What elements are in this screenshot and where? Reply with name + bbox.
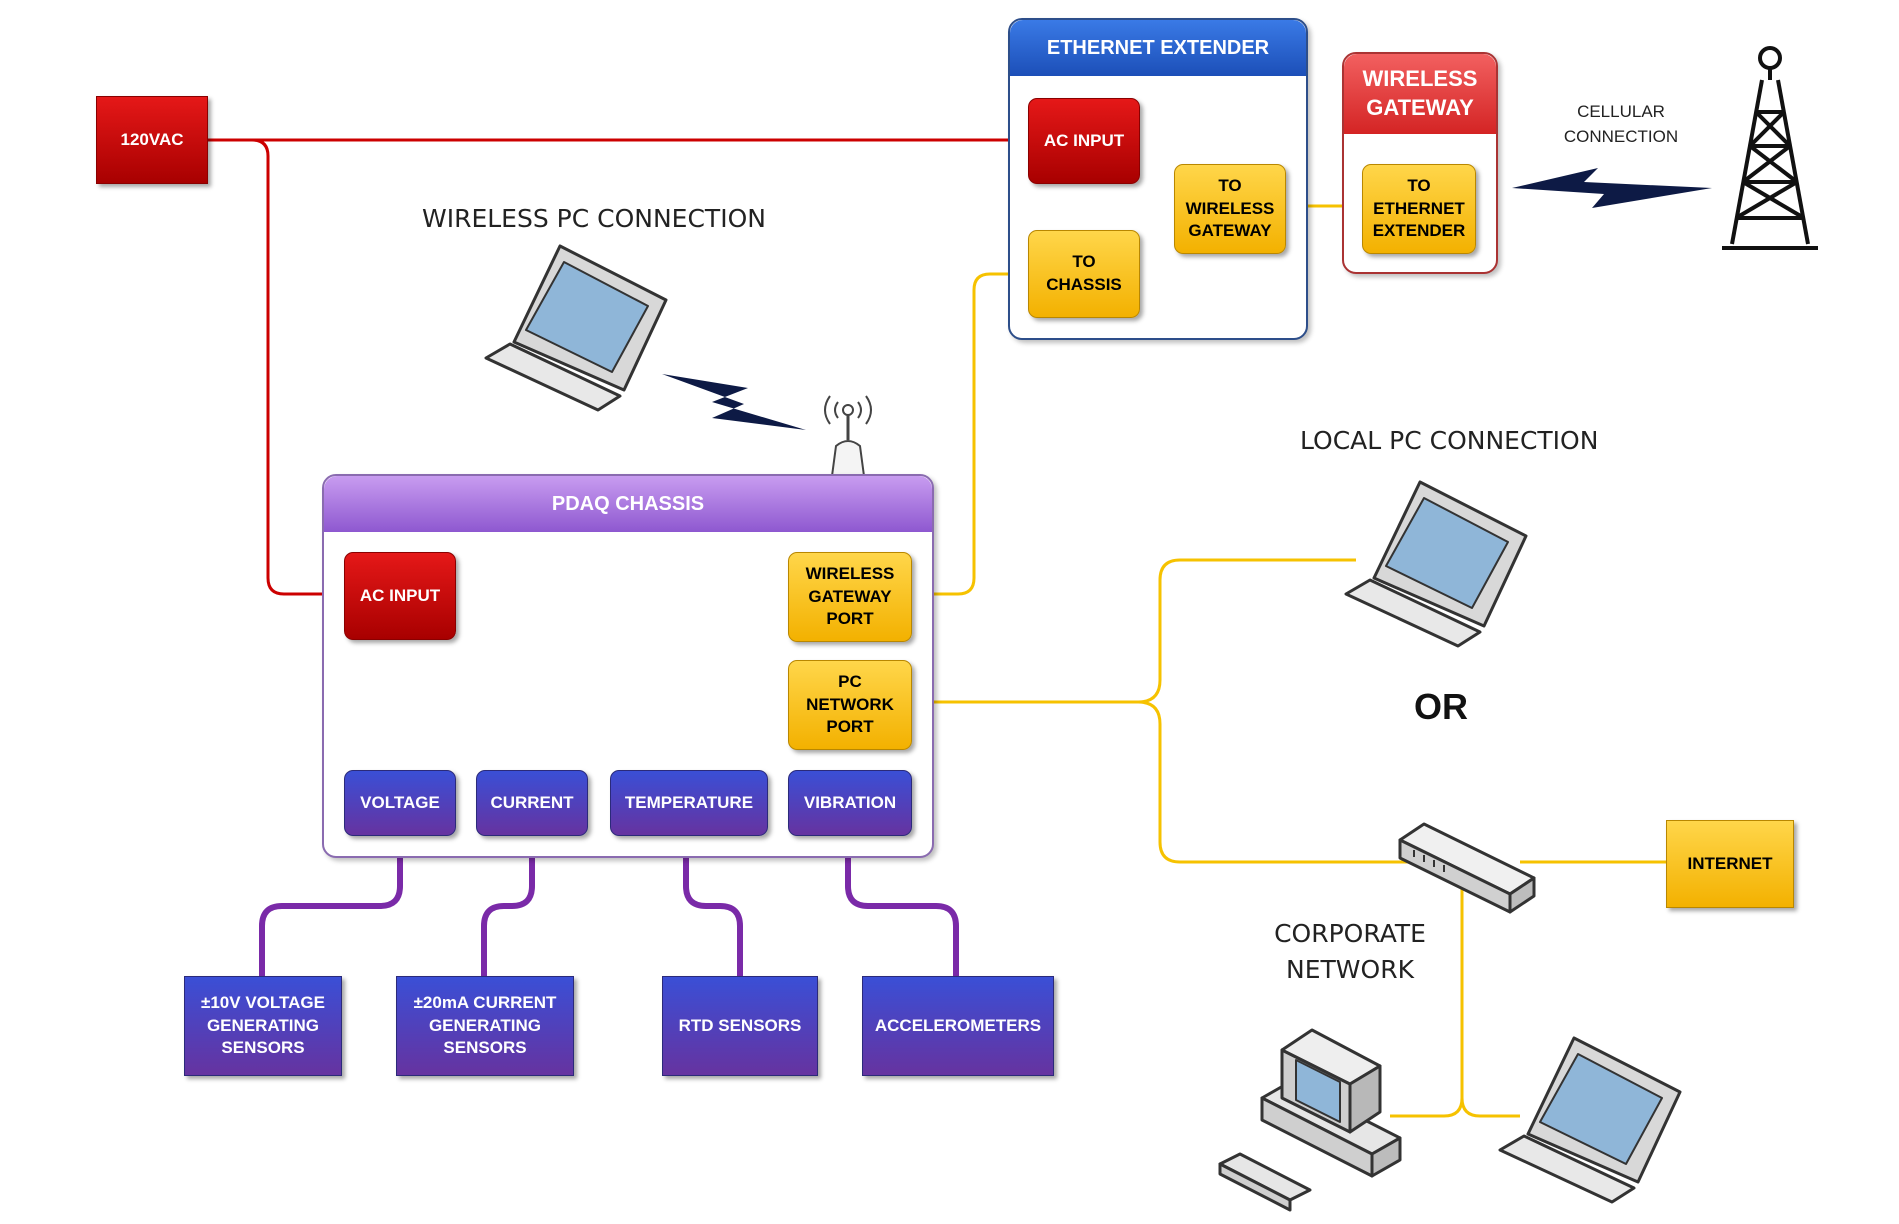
sensor-current: ±20mA CURRENT GENERATING SENSORS [396, 976, 574, 1076]
pdaq-chassis-title: PDAQ CHASSIS [324, 476, 932, 532]
sensor-line-vibration [845, 836, 959, 976]
sensor-accelerometers: ACCELEROMETERS [862, 976, 1054, 1076]
corporate-network-label: CORPORATE NETWORK [1274, 919, 1426, 985]
data-line-chassis-extender [912, 272, 1028, 596]
laptop-icon [1498, 1036, 1682, 1204]
sensor-voltage: ±10V VOLTAGE GENERATING SENSORS [184, 976, 342, 1076]
ethernet-extender-title: ETHERNET EXTENDER [1010, 20, 1306, 76]
channel-current: CURRENT [476, 770, 588, 836]
chassis-pc-network-port: PC NETWORK PORT [788, 660, 912, 750]
channel-temperature: TEMPERATURE [610, 770, 768, 836]
extender-to-wireless-gateway: TO WIRELESS GATEWAY [1174, 164, 1286, 254]
data-line-desktop [1390, 1097, 1464, 1118]
or-label: OR [1414, 686, 1468, 727]
lightning-icon [662, 374, 806, 430]
chassis-ac-input: AC INPUT [344, 552, 456, 640]
sensor-line-temperature [683, 836, 743, 976]
lightning-icon [1512, 168, 1712, 208]
data-line-network-split [912, 558, 1356, 704]
power-line-chassis [208, 138, 344, 596]
data-line-to-switch [1137, 700, 1412, 864]
cellular-connection-label: CELLULAR CONNECTION [1563, 102, 1679, 146]
sensor-line-voltage [259, 836, 403, 976]
gateway-to-ethernet-extender: TO ETHERNET EXTENDER [1362, 164, 1476, 254]
laptop-icon [484, 244, 668, 412]
extender-ac-input: AC INPUT [1028, 98, 1140, 184]
extender-to-chassis: TO CHASSIS [1028, 230, 1140, 318]
laptop-icon [1344, 480, 1528, 648]
channel-voltage: VOLTAGE [344, 770, 456, 836]
wireless-pc-label: WIRELESS PC CONNECTION [422, 204, 766, 233]
data-line-laptop [1460, 1097, 1520, 1118]
power-source-120vac: 120VAC [96, 96, 208, 184]
sensor-rtd: RTD SENSORS [662, 976, 818, 1076]
desktop-computer-icon [1218, 1028, 1402, 1212]
sensor-lines [259, 836, 959, 976]
wireless-gateway-title: WIRELESS GATEWAY [1344, 54, 1496, 134]
channel-vibration: VIBRATION [788, 770, 912, 836]
chassis-wireless-gateway-port: WIRELESS GATEWAY PORT [788, 552, 912, 642]
local-pc-label: LOCAL PC CONNECTION [1300, 426, 1599, 455]
internet-box: INTERNET [1666, 820, 1794, 908]
cell-tower-icon [1722, 46, 1818, 250]
sensor-line-current [481, 836, 535, 976]
network-switch-icon [1398, 822, 1536, 914]
